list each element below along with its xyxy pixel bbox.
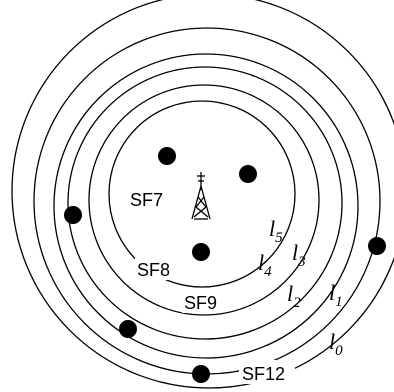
end-device-dot — [158, 147, 176, 165]
level-label-l1: l1 — [329, 280, 343, 310]
level-label-l2: l2 — [287, 281, 301, 311]
sf-label-backgrounds — [135, 258, 295, 384]
sf8-label: SF8 — [137, 260, 170, 280]
sf-labels: SF7 SF8 SF9 SF12 — [130, 190, 285, 384]
level-label-l0: l0 — [329, 329, 343, 359]
end-device-dot — [192, 365, 210, 383]
end-device-dot — [192, 243, 210, 261]
ring-level-labels: l5 l3 l4 l2 l1 l0 — [258, 216, 343, 359]
sf12-label: SF12 — [242, 364, 285, 384]
level-label-l5: l5 — [269, 216, 283, 246]
antenna-tower-icon — [191, 172, 211, 220]
level-label-l4: l4 — [258, 250, 272, 280]
ring-l1 — [33, 27, 381, 375]
ring-l3 — [67, 66, 343, 340]
ring-l4 — [88, 84, 320, 316]
ring-l0 — [11, 0, 394, 389]
end-device-dot — [64, 206, 82, 224]
end-device-dot — [119, 320, 137, 338]
ring-l2 — [53, 53, 359, 359]
end-devices — [64, 147, 386, 383]
sf9-label: SF9 — [184, 293, 217, 313]
sf7-label: SF7 — [130, 190, 163, 210]
end-device-dot — [368, 237, 386, 255]
end-device-dot — [239, 165, 257, 183]
level-label-l3: l3 — [292, 240, 306, 270]
ring-l5 — [108, 100, 296, 288]
